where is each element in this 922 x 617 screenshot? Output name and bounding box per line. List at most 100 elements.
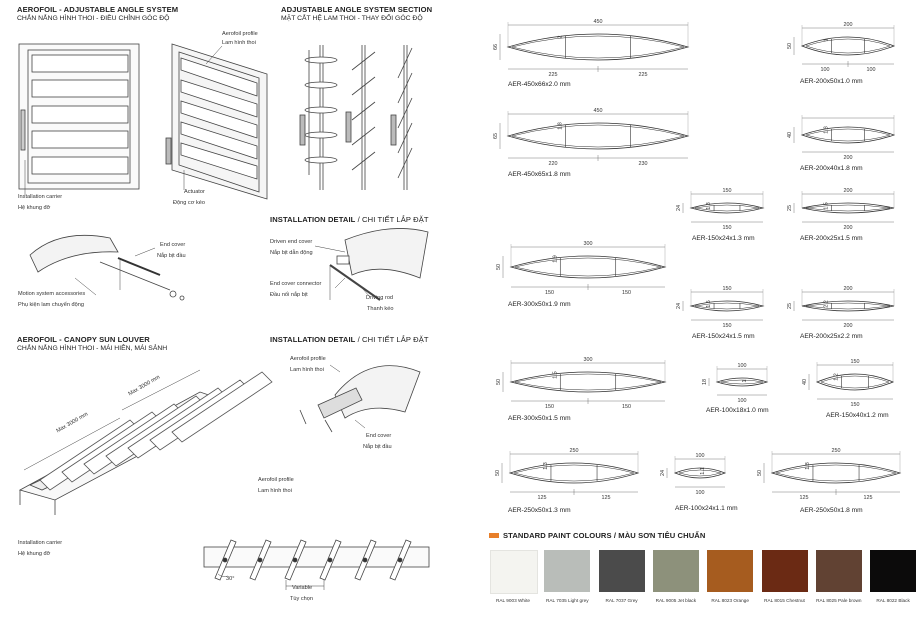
section-subtitle-adjustable: CHẮN NẮNG HÌNH THOI - ĐIỀU CHỈNH GÓC ĐỘ (17, 15, 170, 22)
paint-swatch-label: RAL 8022 Black (876, 598, 910, 603)
label-installation-carrier: Installation carrier (18, 194, 63, 200)
paint-swatch (815, 550, 862, 592)
segment-dimension: 225 (549, 72, 558, 78)
wall-thickness: 1.3 (543, 462, 549, 470)
profile-code: AER-150x24x1.5 mm (692, 333, 755, 340)
motion-accessories-drawing (29, 234, 185, 301)
paint-swatch (761, 550, 808, 592)
label-driving-rod: Driving rod (366, 295, 394, 301)
profile-code: AER-200x25x1.5 mm (800, 235, 863, 242)
installation-1-title: INSTALLATION DETAIL (270, 215, 356, 224)
height-dimension: 24 (676, 303, 682, 309)
paint-swatch (598, 550, 645, 592)
profile-outline (800, 36, 896, 56)
wall-thickness: 1.9 (552, 255, 558, 263)
profile-outline (689, 202, 765, 214)
section-title-angle-section: ADJUSTABLE ANGLE SYSTEM SECTION (281, 5, 433, 14)
profile-outline (506, 33, 690, 61)
label-aerofoil-profile-2: Aerofoil profile (290, 356, 326, 362)
label-end-cover-2: End cover (366, 433, 392, 439)
installation-2-title: INSTALLATION DETAIL (270, 335, 356, 344)
profile-code: AER-150x40x1.2 mm (826, 412, 889, 419)
width-dimension: 450 (594, 19, 603, 25)
profile-outline (815, 373, 895, 391)
section-subtitle-angle-section: MẶT CẮT HỆ LAM THOI - THAY ĐỔI GÓC ĐỘ (281, 15, 423, 22)
width-dimension: 100 (738, 363, 747, 369)
left-page-drawings (18, 43, 430, 590)
segment-dimension: 100 (867, 67, 876, 73)
width-dimension: 250 (570, 448, 579, 454)
profile-code: AER-200x40x1.8 mm (800, 165, 863, 172)
width-dimension: 200 (844, 188, 853, 194)
profile-code: AER-250x50x1.3 mm (508, 507, 571, 514)
width-dimension: 200 (844, 22, 853, 28)
profile-outline (770, 462, 902, 484)
profile-code: AER-200x25x2.2 mm (800, 333, 863, 340)
height-dimension: 65 (493, 133, 499, 139)
wall-thickness: 1.2 (833, 373, 839, 381)
profile-code: AER-250x50x1.8 mm (800, 507, 863, 514)
label-dong-co-keo: Động cơ kéo (173, 200, 205, 206)
width-dimension: 200 (844, 286, 853, 292)
wall-thickness: 2 (558, 36, 564, 39)
paint-swatch (652, 550, 699, 592)
bottom-dimension: 200 (844, 155, 853, 161)
bottom-dimension: 150 (851, 402, 860, 408)
louver-window-perspective (165, 43, 268, 200)
height-dimension: 25 (787, 303, 793, 309)
installation-detail-drawing-1 (314, 228, 429, 301)
label-thanh-keo: Thanh kéo (367, 306, 394, 312)
profile-code: AER-450x65x1.8 mm (508, 171, 571, 178)
height-dimension: 50 (495, 470, 501, 476)
paint-swatch-label: RAL 9005 Jet black (655, 598, 697, 603)
profile-code: AER-450x66x2.0 mm (508, 81, 571, 88)
label-actuator: Actuator (184, 189, 205, 195)
segment-dimension: 150 (622, 404, 631, 410)
height-dimension: 50 (496, 264, 502, 270)
segment-dimension: 125 (864, 495, 873, 501)
segment-dimension: 125 (602, 495, 611, 501)
louver-section-bottom (203, 539, 430, 590)
paint-swatch (544, 550, 591, 592)
label-lam-hinh-thoi-3: Lam hình thoi (258, 488, 292, 494)
profile-outline (800, 126, 896, 144)
label-aerofoil-profile: Aerofoil profile (222, 31, 258, 37)
profile-inner (678, 469, 722, 477)
width-dimension: 450 (594, 108, 603, 114)
paint-swatch-label: RAL 8025 Pale brown (816, 598, 862, 603)
profile-code: AER-150x24x1.3 mm (692, 235, 755, 242)
label-variable: Variable (292, 585, 313, 591)
paint-swatch (490, 550, 538, 594)
height-dimension: 66 (493, 44, 499, 50)
width-dimension: 300 (584, 241, 593, 247)
label-driven-end-cover: Driven end cover (270, 239, 313, 245)
wall-thickness: 1.8 (558, 122, 564, 130)
installation-2-subtitle: / CHI TIẾT LẮP ĐẶT (355, 335, 429, 344)
height-dimension: 40 (787, 132, 793, 138)
wall-thickness: 2.2 (823, 300, 829, 308)
profile-inner (720, 379, 764, 385)
wall-thickness: 1.5 (823, 202, 829, 210)
profile-code: AER-100x18x1.0 mm (706, 407, 769, 414)
label-he-khung-do-2: Hệ khung đỡ (18, 551, 51, 557)
label-30-degrees: 30° (226, 576, 235, 582)
paint-swatch-label: RAL 7035 Light grey (546, 598, 589, 603)
section-title-installation-1: INSTALLATION DETAIL / CHI TIẾT LẮP ĐẶT (270, 216, 429, 224)
width-dimension: 150 (851, 359, 860, 365)
label-aerofoil-profile-3: Aerofoil profile (258, 477, 294, 483)
bottom-dimension: 100 (696, 490, 705, 496)
height-dimension: 18 (702, 379, 708, 385)
height-dimension: 24 (660, 470, 666, 476)
width-dimension: 250 (832, 448, 841, 454)
height-dimension: 25 (787, 205, 793, 211)
